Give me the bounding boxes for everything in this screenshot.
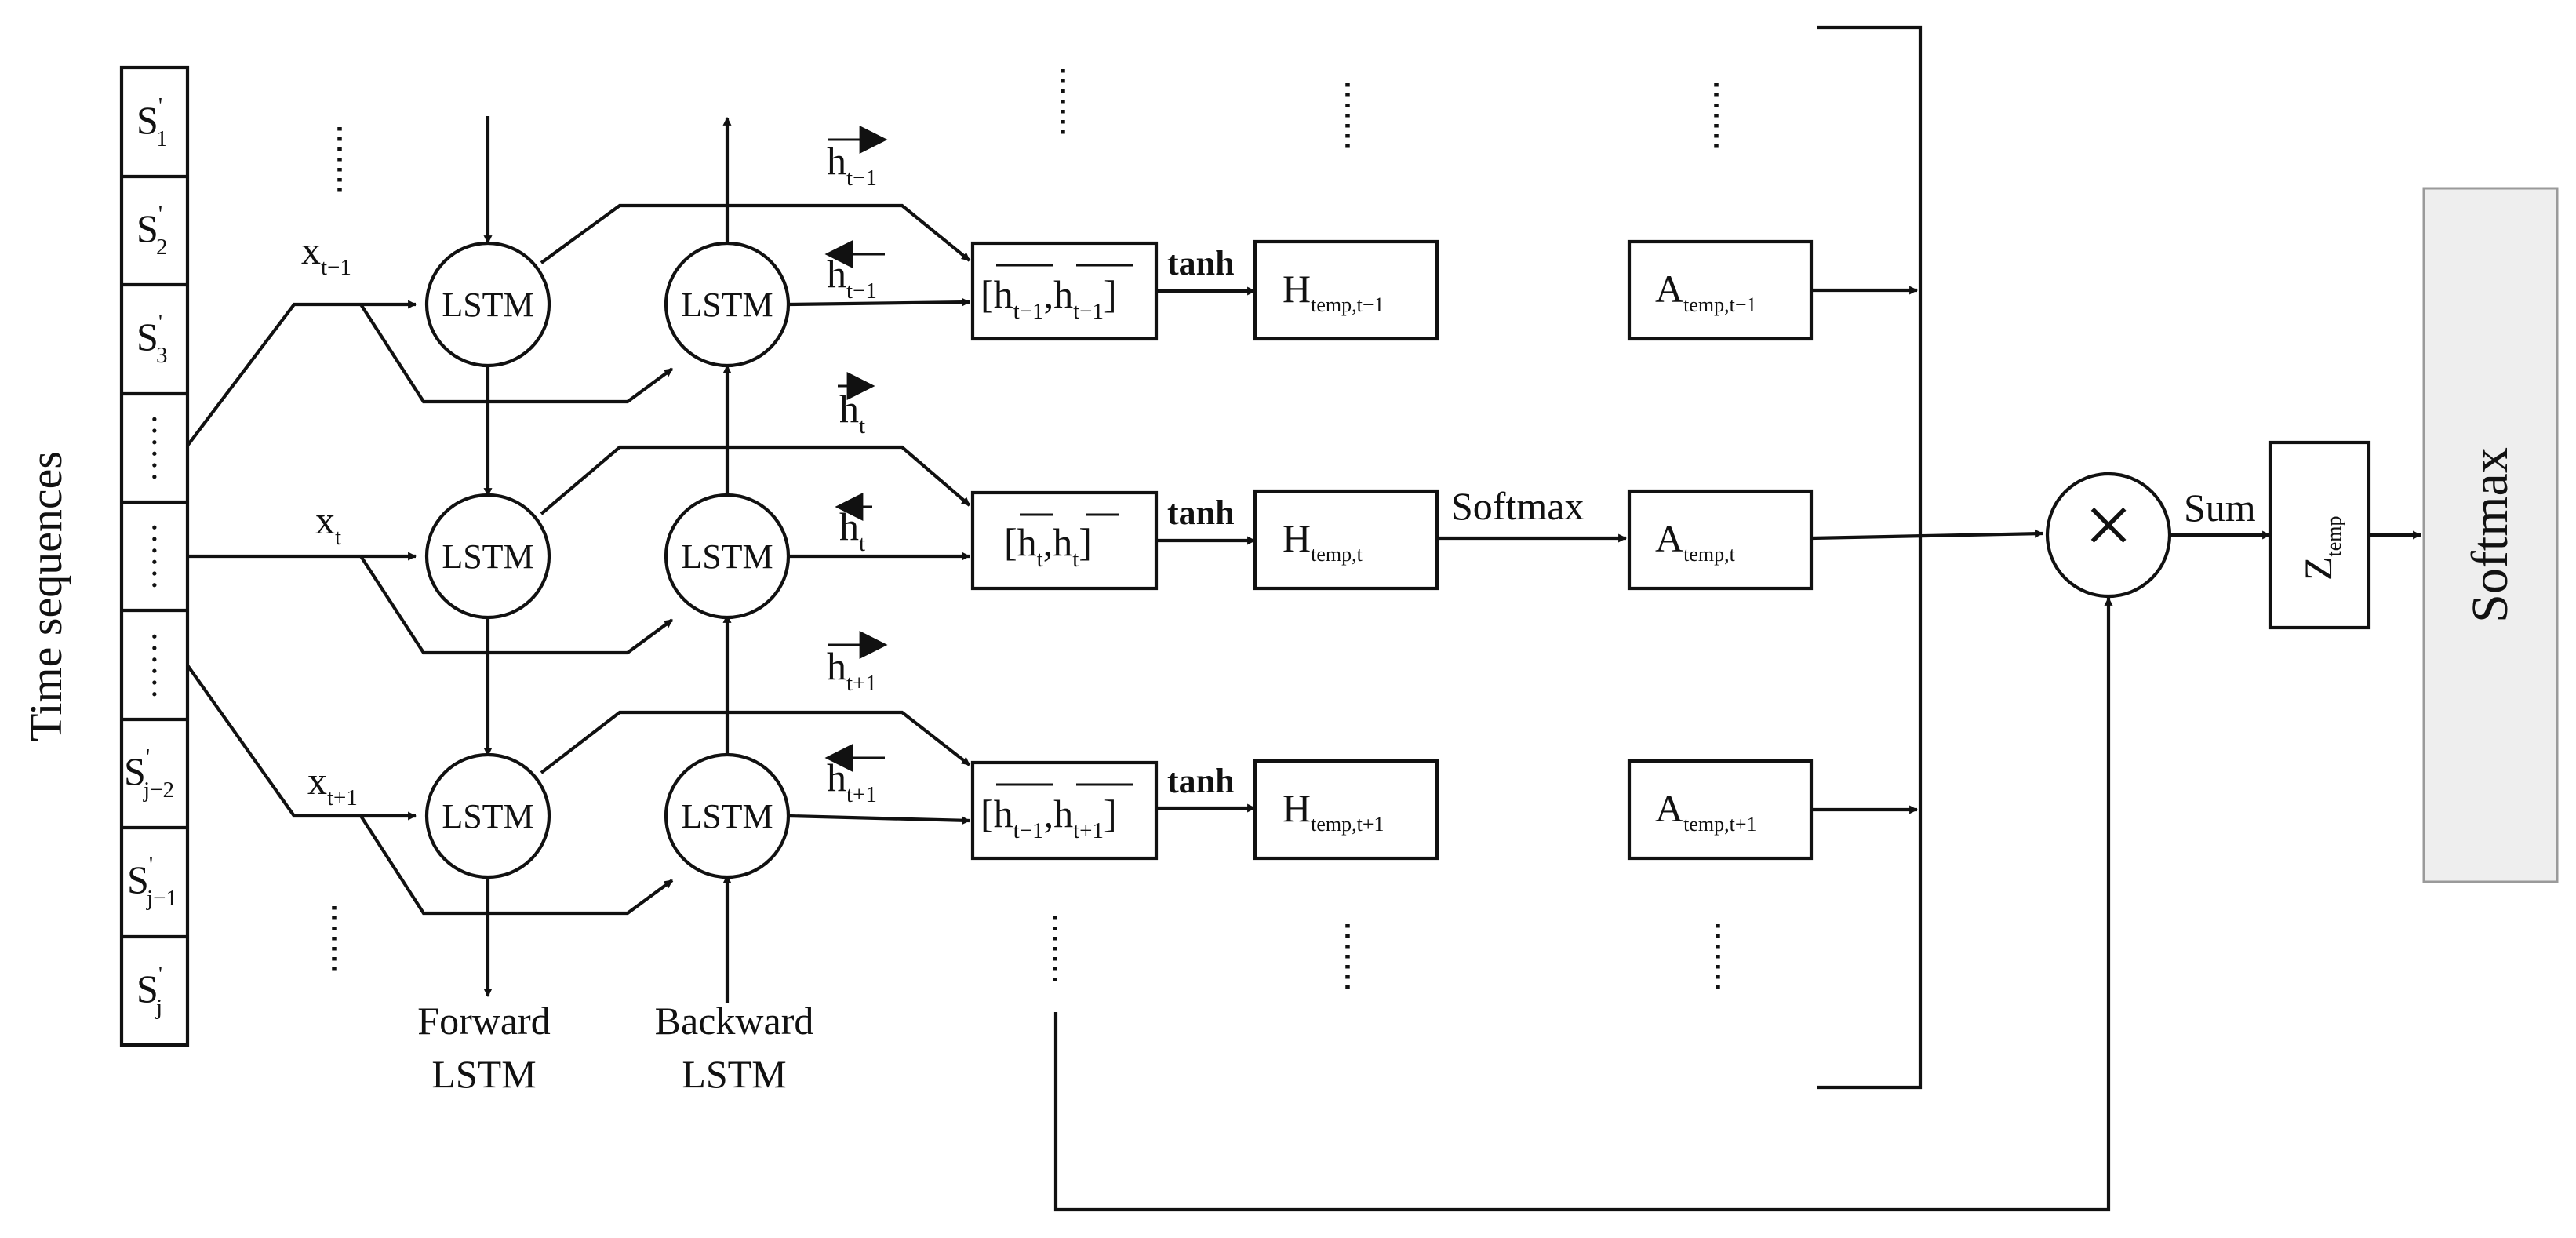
output-softmax-box: Softmax (2422, 187, 2559, 883)
sequence-cell-6: …… (126, 631, 164, 700)
sequence-cell-8: S'j−1 (127, 853, 177, 911)
forward-lstm-node (424, 752, 551, 879)
lstm-node-label: LSTM (442, 537, 533, 576)
sequence-column: S'1 S'2 S'3 …… …… …… S'j−2 S'j−1 S'j (119, 65, 190, 1047)
backward-lstm-node (664, 752, 791, 879)
svg-text:Htemp,t−1: Htemp,t−1 (1283, 267, 1384, 316)
h-temp-box: Htemp,t+1 (1253, 759, 1439, 861)
svg-text:ht−1: ht−1 (827, 252, 877, 304)
svg-text:Ztemp: Ztemp (2296, 515, 2345, 581)
svg-text:Atemp,t: Atemp,t (1655, 516, 1736, 566)
backward-hidden-connectors (788, 297, 971, 825)
backward-lstm-node (664, 493, 791, 620)
input-x-t-minus-1: xt−1 (301, 228, 351, 280)
h-temp-box: Htemp,t (1253, 489, 1439, 591)
tanh-connectors (1156, 286, 1257, 813)
svg-text:ht+1: ht+1 (827, 644, 877, 696)
svg-text:ht−1: ht−1 (827, 139, 877, 191)
concat-box: [ht−1,ht+1] (970, 760, 1159, 861)
svg-text:Atemp,t+1: Atemp,t+1 (1655, 786, 1756, 836)
concat-box: [ht,ht] (970, 490, 1159, 591)
sequence-cell-7: S'j−2 (124, 745, 174, 803)
forward-lstm-node (424, 493, 551, 620)
h-temp-box: Htemp,t−1 (1253, 239, 1439, 341)
sequence-cell-3: S'3 (136, 310, 168, 368)
feedback-connector (1053, 596, 2113, 1212)
lstm-node-label: LSTM (681, 537, 773, 576)
sequence-cell-4: …… (126, 413, 164, 482)
sequence-cell-2: S'2 (136, 202, 168, 260)
multiply-node: × (2045, 472, 2172, 599)
backward-hidden-label: ht+1 (824, 744, 885, 807)
multiply-icon: × (2084, 477, 2133, 573)
backward-lstm-column: LSTM LSTM LSTM (664, 241, 791, 879)
lstm-node-label: LSTM (681, 286, 773, 324)
svg-text:[ht−1,ht−1]: [ht−1,ht−1] (981, 272, 1117, 324)
lstm-node-label: LSTM (442, 797, 533, 836)
a-temp-box: Atemp,t (1627, 489, 1814, 591)
backward-hidden-label: ht (835, 493, 872, 556)
forward-hidden-label: ht+1 (827, 631, 888, 696)
attention-bracket (1810, 25, 2044, 1090)
svg-text:ht: ht (839, 504, 865, 556)
a-temp-box: Atemp,t+1 (1627, 759, 1814, 861)
svg-text:[ht,ht]: [ht,ht] (1004, 520, 1092, 572)
time-sequences-label: Time sequences (20, 451, 71, 741)
lstm-chain-lines (483, 116, 732, 1003)
svg-text:Htemp,t: Htemp,t (1283, 516, 1363, 566)
backward-hidden-label: ht−1 (824, 240, 885, 304)
svg-text:ht+1: ht+1 (827, 756, 877, 807)
concat-box: [ht−1,ht−1] (970, 241, 1159, 341)
input-x-t: xt (315, 498, 341, 550)
input-connectors (186, 300, 674, 916)
svg-text:Htemp,t+1: Htemp,t+1 (1283, 786, 1384, 836)
tanh-label: tanh (1167, 244, 1235, 282)
svg-text:[ht−1,ht+1]: [ht−1,ht+1] (981, 792, 1117, 843)
backward-lstm-node (664, 241, 791, 368)
input-x-t-plus-1: xt+1 (307, 759, 358, 810)
lstm-node-label: LSTM (442, 286, 533, 324)
sequence-cell-9: S'j (136, 962, 162, 1020)
softmax-arrow-label: Softmax (1451, 484, 1584, 528)
forward-hidden-label: ht (838, 372, 875, 439)
z-temp-box: Ztemp (2268, 440, 2371, 630)
a-temp-box: Atemp,t−1 (1627, 239, 1814, 341)
ellipsis-dots (332, 69, 1720, 995)
sequence-cell-5: …… (126, 522, 164, 591)
lstm-node-label: LSTM (681, 797, 773, 836)
forward-lstm-column: LSTM LSTM LSTM (424, 241, 551, 879)
sequence-column-frame (119, 65, 190, 1047)
sequence-cell-1: S'1 (136, 93, 168, 151)
svg-text:Atemp,t−1: Atemp,t−1 (1655, 267, 1756, 316)
svg-text:Softmax: Softmax (2461, 447, 2519, 623)
forward-hidden-connectors (540, 203, 971, 774)
forward-hidden-label: ht−1 (827, 126, 888, 191)
forward-lstm-node (424, 241, 551, 368)
tanh-label: tanh (1167, 762, 1235, 800)
sum-label: Sum (2184, 486, 2256, 530)
tanh-label: tanh (1167, 493, 1235, 532)
svg-text:ht: ht (839, 387, 865, 439)
